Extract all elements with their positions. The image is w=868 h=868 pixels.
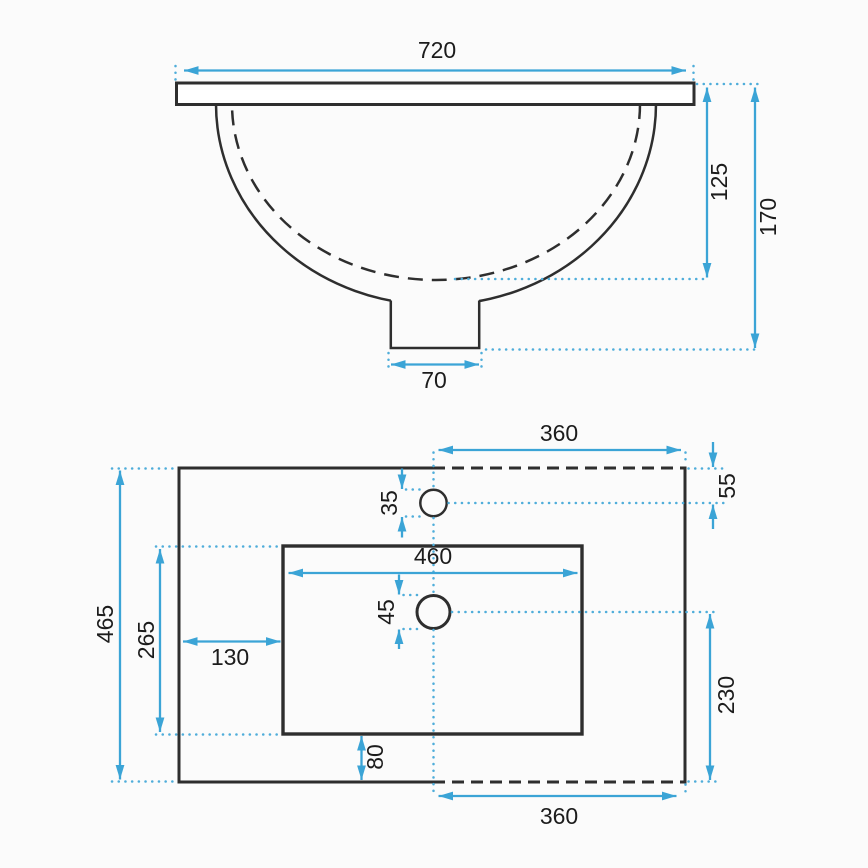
dim-overall-width: 720 [174,37,695,83]
dim-label-45: 45 [373,599,399,625]
dim-drain-to-right: 360 [438,791,677,829]
dim-drain-diameter: 45 [373,574,422,649]
dim-drain-width: 70 [387,351,483,393]
dim-label-130: 130 [211,644,249,670]
dim-label-265: 265 [133,621,159,659]
dim-cutout-width: 460 [288,543,578,578]
drain-outline [389,300,481,350]
countertop-slab [175,81,696,106]
tap-hole [419,488,448,518]
dim-tap-to-right: 360 [438,420,681,455]
dim-label-720: 720 [418,37,456,63]
plan-view: 360 55 35 460 45 [92,420,740,829]
dim-tap-from-top: 55 [447,442,740,529]
dim-label-360-top: 360 [540,420,578,446]
dim-drain-to-bottom: 230 [687,614,739,783]
drain-mask [391,294,479,348]
dim-tap-diameter: 35 [376,468,425,538]
dim-label-35: 35 [376,490,402,516]
dim-basin-depth: 125 [702,87,732,278]
dim-label-55: 55 [714,473,740,499]
dim-label-360-bottom: 360 [540,803,578,829]
drain-hole [415,594,452,630]
countertop-outline [177,466,687,784]
dim-label-125: 125 [706,163,732,201]
dim-label-170: 170 [755,198,781,236]
front-section-view: 720 125 170 70 [174,0,781,393]
dim-label-230: 230 [713,676,739,714]
dim-cutout-left-offset: 130 [183,637,281,670]
dim-label-70: 70 [421,367,447,393]
dim-label-465: 465 [92,605,118,643]
dim-overall-depth: 170 [750,87,781,348]
dim-cutout-to-bottom: 80 [357,736,388,780]
basin-cutout-outline [281,544,584,736]
dim-cutout-depth: 265 [133,545,283,736]
dim-label-80: 80 [362,744,388,770]
dim-overall-plan-depth: 465 [92,467,178,783]
dim-label-460: 460 [414,543,452,569]
